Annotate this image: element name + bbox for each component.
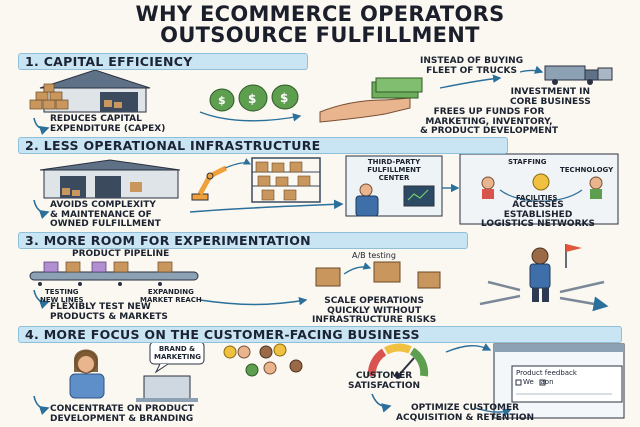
customer-satisfaction-caption: CUSTOMER SATISFACTION: [348, 371, 421, 391]
section-3-heading: 3. MORE ROOM FOR EXPERIMENTATION: [18, 232, 468, 249]
section-4-heading: 4. MORE FOCUS ON THE CUSTOMER-FACING BUS…: [18, 326, 622, 343]
third-party-center-label: THIRD-PARTY FULFILLMENT CENTER: [367, 158, 421, 182]
investment-core-caption: INVESTMENT IN CORE BUSINESS: [510, 87, 591, 107]
title-line-1: WHY ECOMMERCE OPERATORS: [135, 2, 505, 26]
worker-at-computer-icon: [345, 155, 443, 217]
satisfaction-gauge-icon: [367, 343, 429, 379]
brand-marketing-bubble-text: BRAND & MARKETING: [154, 345, 201, 361]
product-feedback-options: We aon: [523, 378, 554, 386]
shelf-rack-icon: [251, 157, 321, 203]
delivery-truck-icon: [544, 65, 613, 85]
staffing-label: STAFFING: [508, 158, 547, 166]
audience-faces-icon: [223, 343, 303, 377]
facilities-label: FACILITIES: [516, 194, 558, 202]
svg-text:$: $: [218, 94, 226, 107]
robot-arm-icon: [191, 165, 228, 201]
product-pipeline-caption: PRODUCT PIPELINE: [72, 249, 170, 259]
expanding-reach-label: EXPANDING MARKET REACH: [140, 288, 202, 304]
instead-of-trucks-caption: INSTEAD OF BUYING FLEET OF TRUCKS: [420, 56, 524, 76]
technology-label: TECHNOLOGY: [560, 166, 614, 174]
person-with-flag-icon: [479, 244, 606, 306]
feedback-window-icon: [493, 343, 625, 419]
network-icon: [459, 153, 619, 225]
ab-testing-label: A/B testing: [352, 251, 396, 260]
owned-warehouse-icon: [39, 159, 181, 199]
concentrate-caption: CONCENTRATE ON PRODUCT DEVELOPMENT & BRA…: [50, 404, 194, 424]
svg-text:$: $: [248, 92, 256, 106]
conveyor-belt-icon: [29, 261, 199, 286]
svg-text:$: $: [280, 91, 288, 105]
scale-operations-caption: SCALE OPERATIONS QUICKLY WITHOUT INFRAST…: [312, 296, 437, 325]
section-2-heading: 2. LESS OPERATIONAL INFRASTRUCTURE: [18, 137, 508, 154]
accesses-networks-caption: ACCESSES ESTABLISHED LOGISTICS NETWORKS: [481, 200, 595, 229]
woman-at-laptop-icon: [69, 349, 198, 402]
title-line-2: OUTSOURCE FULFILLMENT: [160, 23, 480, 47]
optimize-customer-caption: OPTIMIZE CUSTOMER ACQUISITION & RETENTIO…: [396, 403, 535, 423]
box-stack-icon: [29, 83, 69, 110]
hand-cash-icon: [319, 77, 423, 123]
flexibly-test-caption: FLEXIBLY TEST NEW PRODUCTS & MARKETS: [50, 302, 168, 322]
infographic-title: WHY ECOMMERCE OPERATORS OUTSOURCE FULFIL…: [0, 4, 640, 46]
frees-funds-caption: FREES UP FUNDS FOR MARKETING, INVENTORY,…: [420, 107, 558, 136]
money-bags-icon: $ $ $: [209, 84, 299, 112]
testing-new-lines-label: TESTING NEW LINES: [40, 288, 84, 304]
ab-testing-boxes-icon: [315, 261, 441, 289]
section-1-heading: 1. CAPITAL EFFICIENCY: [18, 53, 308, 70]
product-feedback-title: Product feedback: [516, 369, 577, 377]
avoids-complexity-caption: AVOIDS COMPLEXITY & MAINTENANCE OF OWNED…: [50, 200, 161, 229]
reduces-capex-caption: REDUCES CAPITAL EXPENDITURE (CapEx): [50, 114, 166, 134]
